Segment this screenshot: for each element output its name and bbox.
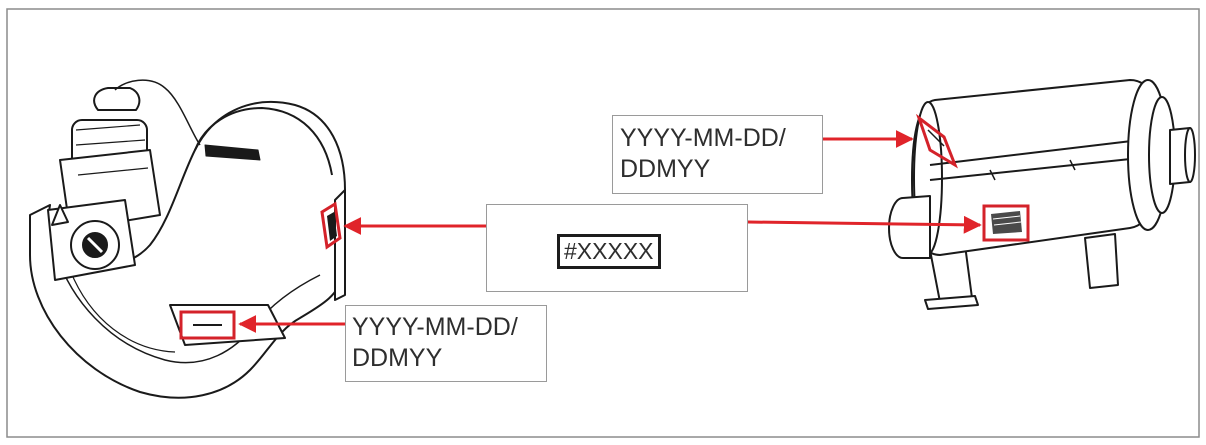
serial-label-box: #XXXXX — [486, 204, 748, 292]
serial-number-badge: #XXXXX — [557, 234, 661, 269]
date-label-top-line2: DDMYY — [620, 155, 711, 183]
date-label-top: YYYY-MM-DD/ DDMYY — [612, 115, 823, 194]
date-label-bottom-line2: DDMYY — [352, 344, 443, 372]
date-label-top-line1: YYYY-MM-DD/ — [620, 124, 786, 152]
outer-frame — [6, 8, 1200, 438]
right-serial-highlight — [982, 204, 1030, 242]
left-serial-highlight — [320, 201, 342, 250]
date-label-bottom: YYYY-MM-DD/ DDMYY — [345, 305, 547, 382]
motor-assembly-icon — [47, 79, 201, 281]
cylindrical-heater-unit-icon — [888, 79, 1196, 310]
arrow-center-right — [747, 215, 982, 234]
date-label-bottom-line1: YYYY-MM-DD/ — [352, 313, 518, 341]
right-date-highlight — [915, 113, 959, 169]
left-date-highlight — [179, 310, 236, 340]
